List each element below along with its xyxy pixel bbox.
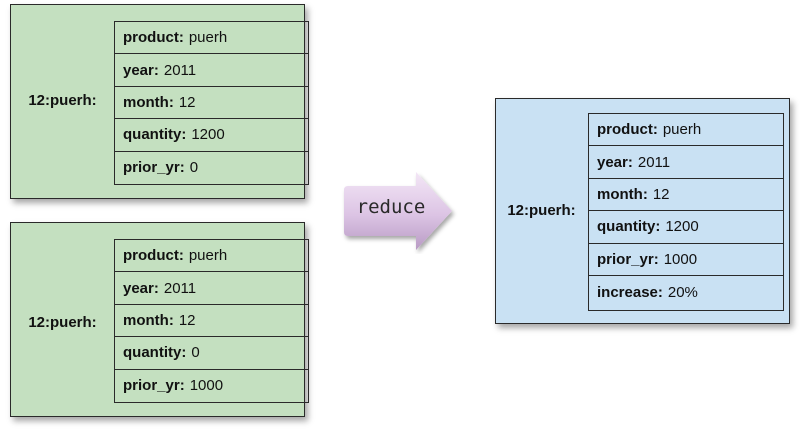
field-month: month:12 — [589, 179, 783, 212]
field-list: product:puerh year:2011 month:12 quantit… — [114, 239, 309, 403]
field-product: product:puerh — [589, 114, 783, 147]
field-quantity: quantity:0 — [115, 337, 308, 370]
field-year: year:2011 — [589, 146, 783, 179]
field-increase: increase:20% — [597, 283, 698, 301]
field-month: month:12 — [115, 305, 308, 338]
reduce-label: reduce — [356, 196, 426, 218]
field-prior-yr: prior_yr:1000 — [123, 377, 224, 395]
field-month: month:12 — [115, 87, 308, 120]
record-key: 12:puerh: — [507, 202, 576, 219]
field-list: product:puerh year:2011 month:12 quantit… — [588, 113, 784, 311]
field-quantity: quantity:1200 — [115, 119, 308, 152]
field-prior-yr: prior_yr:1000 — [589, 244, 783, 276]
input-record-2: 12:puerh: product:puerh year:2011 month:… — [10, 222, 309, 417]
field-list: product:puerh year:2011 month:12 quantit… — [114, 21, 309, 185]
field-product: product:puerh — [115, 240, 308, 273]
output-record: 12:puerh: product:puerh year:2011 month:… — [495, 98, 790, 324]
field-product: product:puerh — [115, 22, 308, 55]
field-year: year:2011 — [115, 54, 308, 87]
field-quantity: quantity:1200 — [589, 211, 783, 244]
field-year: year:2011 — [115, 272, 308, 305]
record-key: 12:puerh: — [28, 314, 97, 331]
field-prior-yr: prior_yr:0 — [123, 159, 199, 177]
record-key: 12:puerh: — [28, 92, 97, 109]
input-record-1: 12:puerh: product:puerh year:2011 month:… — [10, 4, 309, 199]
reduce-arrow-icon — [344, 172, 452, 250]
